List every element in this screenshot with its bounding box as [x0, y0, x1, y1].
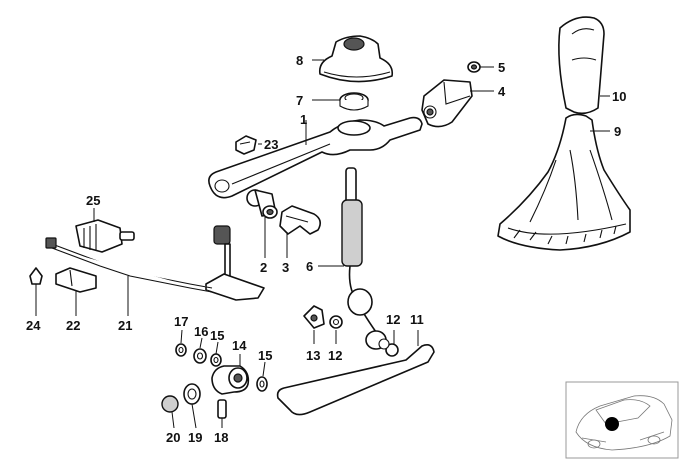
- car-locator-inset: [565, 381, 679, 459]
- part-selector-rod: [276, 338, 435, 416]
- callout-17: 17: [174, 314, 188, 329]
- callout-1: 1: [300, 112, 307, 127]
- part-washer-upper: [329, 315, 343, 329]
- callout-5: 5: [498, 60, 505, 75]
- part-lever-arm: [205, 225, 265, 301]
- callout-2: 2: [260, 260, 267, 275]
- callout-3: 3: [282, 260, 289, 275]
- part-retaining-clip: [279, 205, 322, 235]
- callout-16: 16: [194, 324, 208, 339]
- callout-13: 13: [306, 348, 320, 363]
- callout-9: 9: [614, 124, 621, 139]
- part-rubber-cap: [318, 35, 394, 83]
- callout-21: 21: [118, 318, 132, 333]
- part-wire-harness: [45, 237, 213, 293]
- callout-25: 25: [86, 193, 100, 208]
- part-shift-boot: [497, 113, 631, 251]
- part-washer-small-16: [193, 348, 207, 364]
- part-shift-rod: [341, 167, 387, 350]
- part-plug: [29, 267, 43, 285]
- callout-12b: 12: [328, 348, 342, 363]
- callout-12a: 12: [386, 312, 400, 327]
- part-joint-clip: [303, 305, 325, 329]
- part-cap: [161, 395, 179, 413]
- callout-8: 8: [296, 53, 303, 68]
- part-shift-lever-bracket: [208, 116, 423, 199]
- callout-10: 10: [612, 89, 626, 104]
- part-switch: [75, 219, 135, 253]
- callout-18: 18: [214, 430, 228, 445]
- part-mounting-bracket: [421, 79, 473, 128]
- part-bushing: [246, 189, 278, 219]
- part-nut: [467, 61, 481, 73]
- callout-4: 4: [498, 84, 506, 99]
- callouts: 8 7 1 5 4 10 9 23 2 3 6 12 11 13 12 17 1…: [26, 53, 626, 445]
- part-pin: [217, 399, 227, 419]
- callout-6: 6: [306, 259, 313, 274]
- callout-20: 20: [166, 430, 180, 445]
- callout-15a: 15: [210, 328, 224, 343]
- callout-19: 19: [188, 430, 202, 445]
- part-connector: [55, 267, 97, 293]
- part-joint-piece: [211, 365, 250, 395]
- part-washer-small-15: [210, 353, 222, 367]
- callout-14: 14: [232, 338, 247, 353]
- callout-11: 11: [410, 312, 424, 327]
- part-washer-small-17: [175, 343, 187, 357]
- leader-lines: [35, 59, 610, 429]
- locator-dot: [605, 417, 619, 431]
- callout-23: 23: [264, 137, 278, 152]
- part-bearing-ring: [339, 92, 369, 111]
- callout-22: 22: [66, 318, 80, 333]
- callout-7: 7: [296, 93, 303, 108]
- part-sleeve: [183, 383, 201, 405]
- part-washer-right: [256, 376, 268, 392]
- part-shift-knob: [558, 16, 605, 115]
- callout-15b: 15: [258, 348, 272, 363]
- part-clip: [235, 135, 257, 155]
- callout-24: 24: [26, 318, 41, 333]
